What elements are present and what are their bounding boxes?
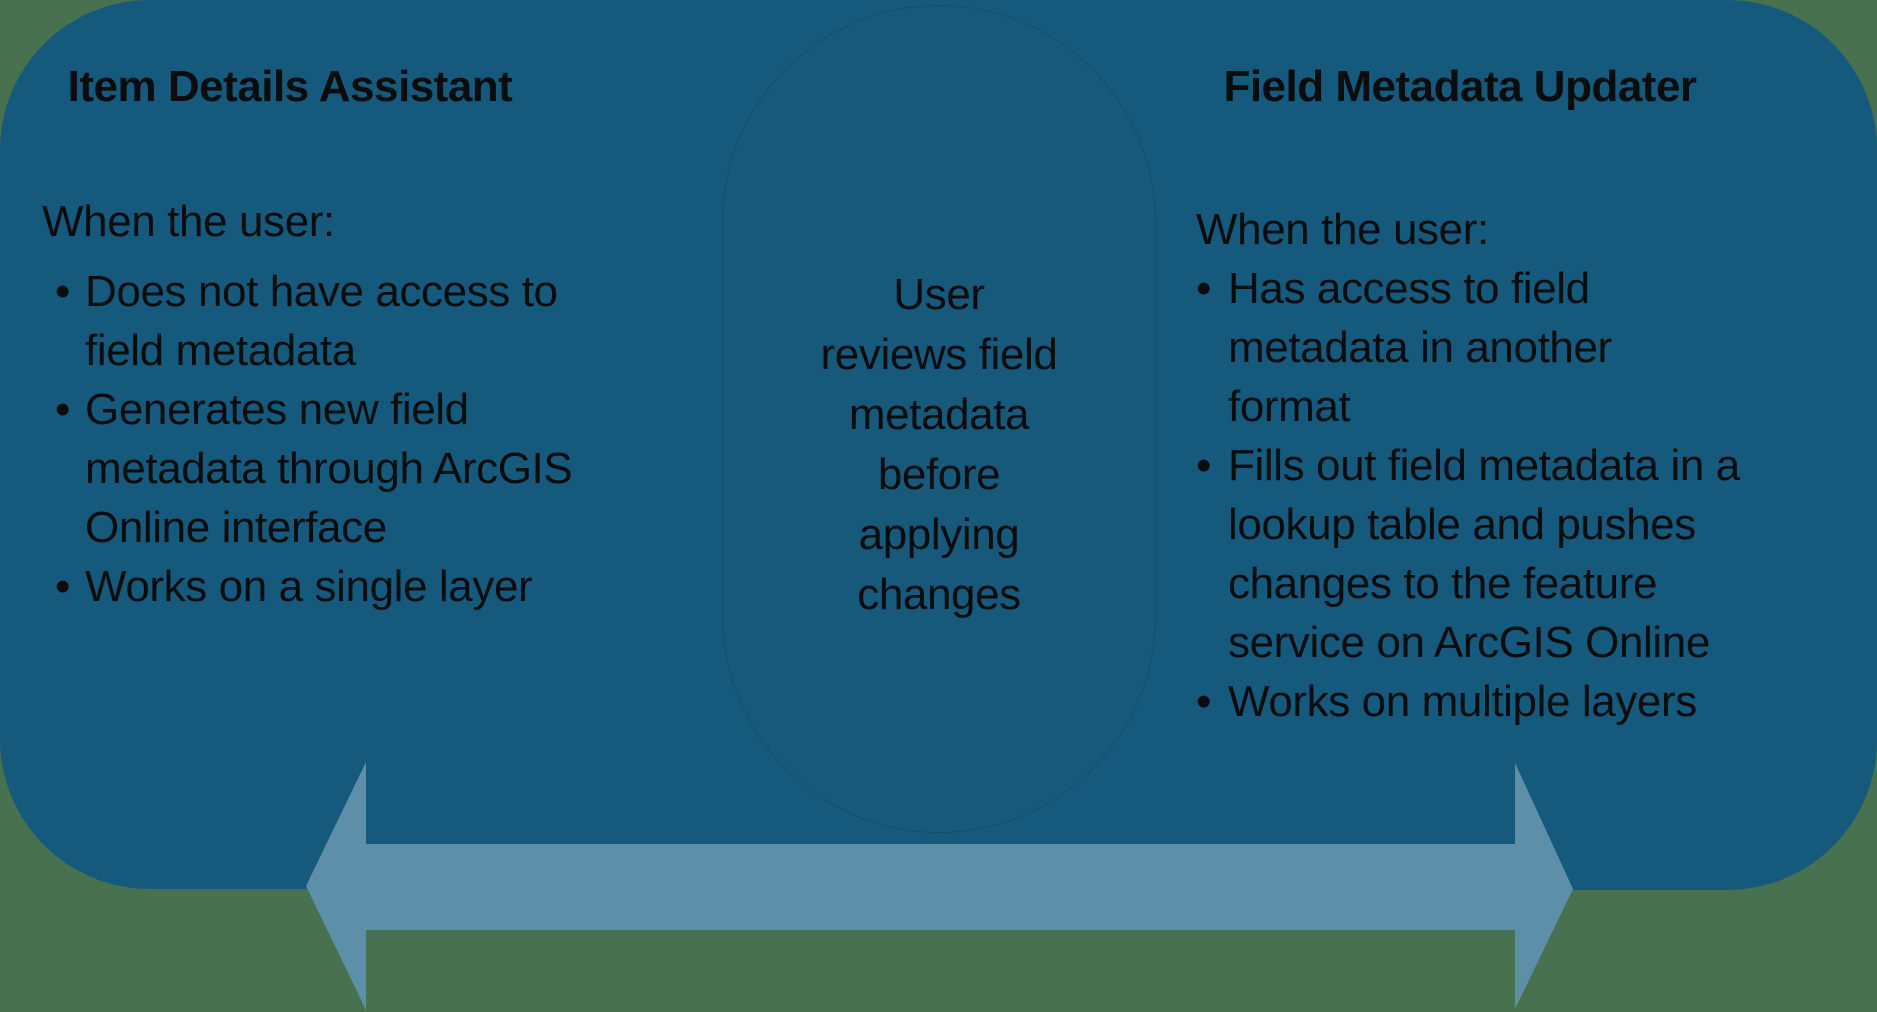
bullet-glyph: • — [55, 267, 71, 316]
bullet-glyph: • — [55, 562, 71, 611]
bullet-glyph: • — [1196, 677, 1212, 726]
text-line: metadata — [848, 390, 1030, 439]
capsule-text: User reviews field metadata before applying c… — [722, 265, 1156, 625]
right-panel-bullet-list: • Has access to field metadata in another f… — [1196, 259, 1740, 731]
text-line: changes to the feature — [1228, 559, 1658, 608]
text-line: Works on multiple layers — [1228, 677, 1697, 726]
bullet-text: Works on multiple layers — [1228, 672, 1697, 731]
text-line: lookup table and pushes — [1228, 500, 1696, 549]
bullet-item: • Generates new field metadata through Arc… — [42, 380, 573, 557]
text-line: field metadata — [85, 326, 356, 375]
text-line: Online interface — [85, 503, 387, 552]
left-panel-intro: When the user: — [42, 197, 335, 246]
text-line: reviews field — [820, 330, 1058, 379]
text-line: Has access to field — [1228, 264, 1590, 313]
bullet-glyph: • — [1196, 264, 1212, 313]
text-line: Works on a single layer — [85, 562, 533, 611]
left-panel-body: When the user: • Does not have access to f… — [42, 192, 573, 616]
text-line: Does not have access to — [85, 267, 558, 316]
center-capsule — [722, 5, 1156, 833]
text-line: metadata in another — [1228, 323, 1612, 372]
text-line: changes — [857, 570, 1021, 619]
bullet-text: Fills out field metadata in a lookup tabl… — [1228, 436, 1740, 672]
bullet-item: • Has access to field metadata in another f… — [1196, 259, 1740, 436]
left-panel-bullet-list: • Does not have access to field metadata • G… — [42, 262, 573, 616]
right-panel-intro: When the user: — [1196, 205, 1489, 254]
text-line: service on ArcGIS Online — [1228, 618, 1710, 667]
text-line: metadata through ArcGIS — [85, 444, 573, 493]
text-line: format — [1228, 382, 1351, 431]
bullet-item: • Fills out field metadata in a lookup tab… — [1196, 436, 1740, 672]
text-line: Generates new field — [85, 385, 469, 434]
bullet-text: Works on a single layer — [85, 557, 533, 616]
double-headed-arrow-shape — [306, 762, 1573, 1010]
right-panel-body: When the user: • Has access to field metad… — [1196, 200, 1740, 731]
bullet-glyph: • — [55, 385, 71, 434]
bullet-item: • Works on multiple layers — [1196, 672, 1740, 731]
bullet-text: Has access to field metadata in another fo… — [1228, 259, 1612, 436]
bullet-glyph: • — [1196, 441, 1212, 490]
bullet-item: • Does not have access to field metadata — [42, 262, 572, 380]
bullet-item: • Works on a single layer — [42, 557, 572, 616]
text-line: User — [893, 270, 985, 319]
bullet-text: Generates new field metadata through ArcG… — [85, 380, 573, 557]
right-panel-title: Field Metadata Updater — [1223, 62, 1697, 111]
text-line: before — [877, 450, 1001, 499]
text-line: Fills out field metadata in a — [1228, 441, 1740, 490]
text-line: applying — [858, 510, 1020, 559]
left-panel-title: Item Details Assistant — [67, 62, 513, 111]
bullet-text: Does not have access to field metadata — [85, 262, 558, 380]
